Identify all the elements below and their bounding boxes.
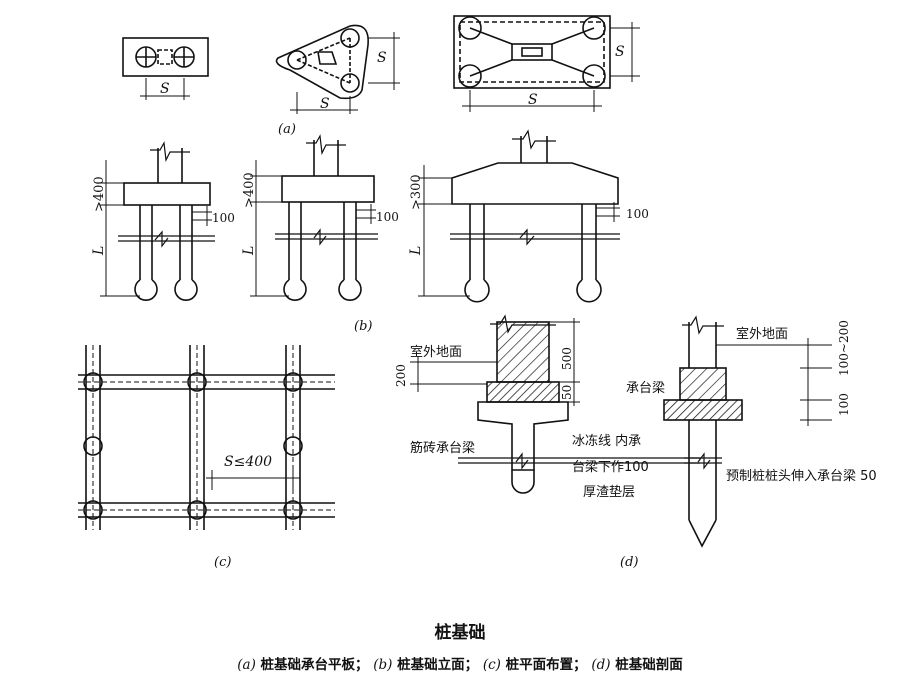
dim-s-label: S [160,81,170,97]
figure-subcaption: (a) 桩基础承台平板； (b) 桩基础立面； (c) 桩平面布置； (d) 桩… [0,653,920,673]
dim-gt400-label: >400 [242,172,257,208]
brick-cap-beam-label: 筋砖承台梁 [410,440,475,456]
dim-s-label: S [377,50,387,66]
caption-c-text: 桩平面布置； [500,657,587,673]
dim-gt300-label: >300 [409,174,424,210]
elevation-flat-cap-1 [100,141,215,301]
outdoor-ground-label: 室外地面 [736,326,788,342]
dim-l-label: L [241,246,257,256]
caption-c-mark: (c) [482,657,501,673]
dim-100-label: 100 [626,207,649,221]
frost-line-note-2: 台梁下作100 [572,460,649,475]
elevation-tapered-cap [418,129,620,303]
dim-s-le-400-label: S≤400 [224,454,272,470]
figure-title: 桩基础 [434,623,486,643]
dim-200-label: 200 [394,364,408,387]
caption-a-text: 桩基础承台平板； [255,657,369,673]
section-precast-pile-cap-beam [663,315,832,548]
cap-plan-two-pile [122,37,209,100]
caption-b-text: 桩基础立面； [392,657,479,673]
section-brick-cap-beam [410,314,700,494]
dim-500-label: 500 [560,347,574,370]
dim-100-label: 100 [376,210,399,224]
caption-d-mark: (d) [591,657,611,673]
outdoor-ground-label: 室外地面 [410,344,462,360]
panel-b-label: (b) [354,319,372,334]
caption-d-text: 桩基础剖面 [610,657,683,673]
frost-line-note-3: 厚渣垫层 [583,484,635,500]
frost-line-note-1: 冰冻线 内承 [572,433,641,449]
caption-a-mark: (a) [237,657,256,673]
dim-l-label: L [91,246,107,256]
dim-s-label: S [615,44,625,60]
pile-layout-plan [78,345,335,530]
panel-c-label: (c) [214,555,231,570]
dim-l-label: L [408,246,424,256]
dim-s-label: S [320,96,330,112]
dim-100-label: 100 [837,393,851,416]
precast-pile-note: 预制桩桩头伸入承台梁 50 [726,469,877,484]
dim-100-200-label: 100~200 [837,320,851,376]
cap-beam-label: 承台梁 [626,381,665,396]
dim-s-label: S [528,92,538,108]
cap-plan-three-pile [275,24,400,114]
panel-d-label: (d) [620,555,638,570]
dim-gt400-label: >400 [92,176,107,212]
elevation-flat-cap-2 [250,134,378,301]
dim-100-label: 100 [212,211,235,225]
cap-plan-four-pile [453,15,640,112]
caption-b-mark: (b) [373,657,393,673]
panel-a-label: (a) [278,122,296,137]
dim-50-label: 50 [560,385,574,400]
